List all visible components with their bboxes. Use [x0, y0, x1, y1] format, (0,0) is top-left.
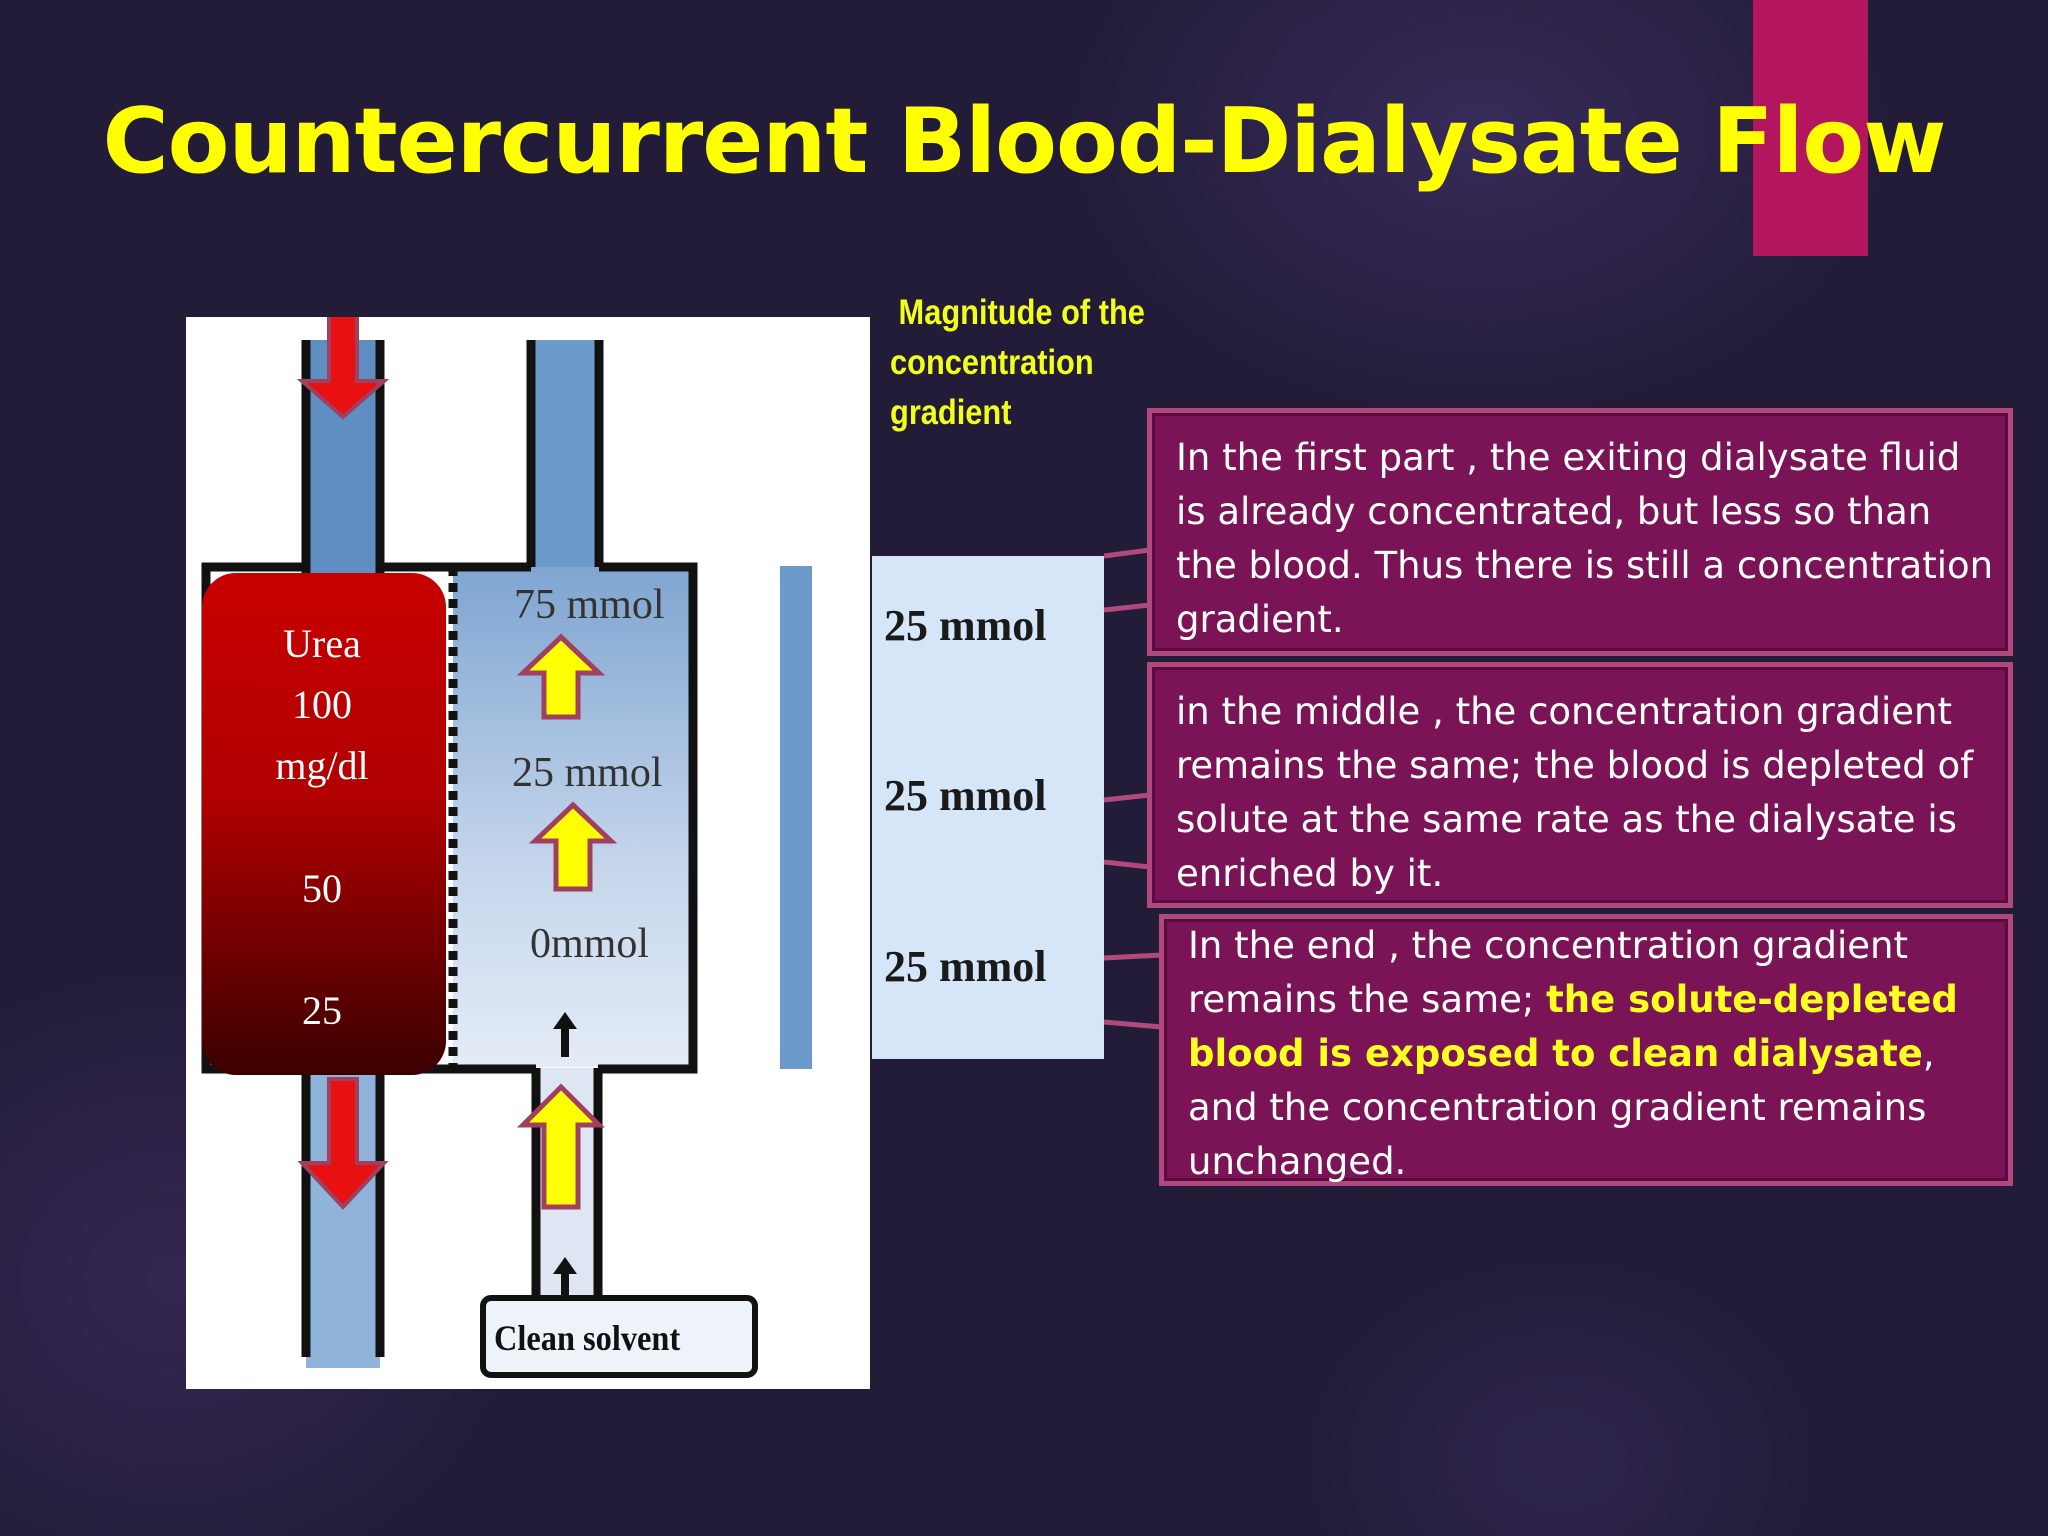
- dialysate-arrow-top: [516, 633, 606, 720]
- callout-first-part: In the first part , the exiting dialysat…: [1147, 408, 2013, 656]
- dialysate-value-top: 75 mmol: [514, 582, 665, 628]
- magnitude-label: Magnitude of the concentration gradient: [890, 288, 1172, 438]
- gradient-value-top: 25 mmol: [884, 601, 1047, 650]
- accent-bar: [1753, 0, 1868, 256]
- dialyzer-figure: 75 mmol 25 mmol 0mmol Urea 100 mg/dl 50 …: [186, 311, 870, 1389]
- magnitude-label-line-1: Magnitude of the: [890, 293, 1145, 332]
- dialysate-arrow-inlet: [516, 1083, 606, 1210]
- magnitude-label-line-2: concentration: [890, 343, 1094, 382]
- blood-value-25: 25: [302, 988, 342, 1033]
- flow-arrow-small-lower: [553, 1257, 577, 1307]
- magnitude-label-line-3: gradient: [890, 393, 1012, 432]
- blood-value-100: 100: [292, 682, 352, 727]
- callout-end: In the end , the concentration gradient …: [1159, 914, 2013, 1186]
- dialysate-value-middle: 25 mmol: [512, 750, 663, 796]
- dialysate-arrow-middle: [528, 801, 618, 892]
- callout-end-text-part2: , and the concentration gradient remains…: [1188, 1032, 1935, 1183]
- callout-middle-text: in the middle , the concentration gradie…: [1176, 690, 1974, 895]
- blood-inflow-arrow: [296, 311, 390, 420]
- gradient-indicator-bar: [780, 566, 812, 1069]
- callout-first-text: In the first part , the exiting dialysat…: [1176, 436, 1994, 641]
- dialysate-outlet-tube: [531, 340, 599, 598]
- gradient-value-middle: 25 mmol: [884, 771, 1047, 820]
- gradient-value-bottom: 25 mmol: [884, 942, 1047, 991]
- callout-middle: in the middle , the concentration gradie…: [1147, 662, 2013, 908]
- blood-outflow-arrow: [297, 1077, 389, 1210]
- clean-solvent-label: Clean solvent: [494, 1318, 681, 1358]
- callout-end-highlight: the solute-depleted blood is exposed to …: [1188, 978, 1958, 1075]
- blood-label-urea: Urea: [283, 621, 361, 666]
- blood-value-50: 50: [302, 866, 342, 911]
- slide-title: Countercurrent Blood-Dialysate Flow: [102, 89, 1947, 194]
- blood-unit: mg/dl: [275, 743, 368, 788]
- callout-end-text: In the end , the concentration gradient …: [1188, 919, 1996, 1189]
- gradient-values-panel: [872, 556, 1104, 1059]
- clean-solvent-box: [480, 1295, 758, 1378]
- callout-end-text-part1: In the end , the concentration gradient …: [1188, 924, 1908, 1021]
- flow-arrow-small: [553, 1012, 577, 1057]
- dialysate-value-bottom: 0mmol: [530, 921, 649, 967]
- blood-compartment: [202, 573, 446, 1075]
